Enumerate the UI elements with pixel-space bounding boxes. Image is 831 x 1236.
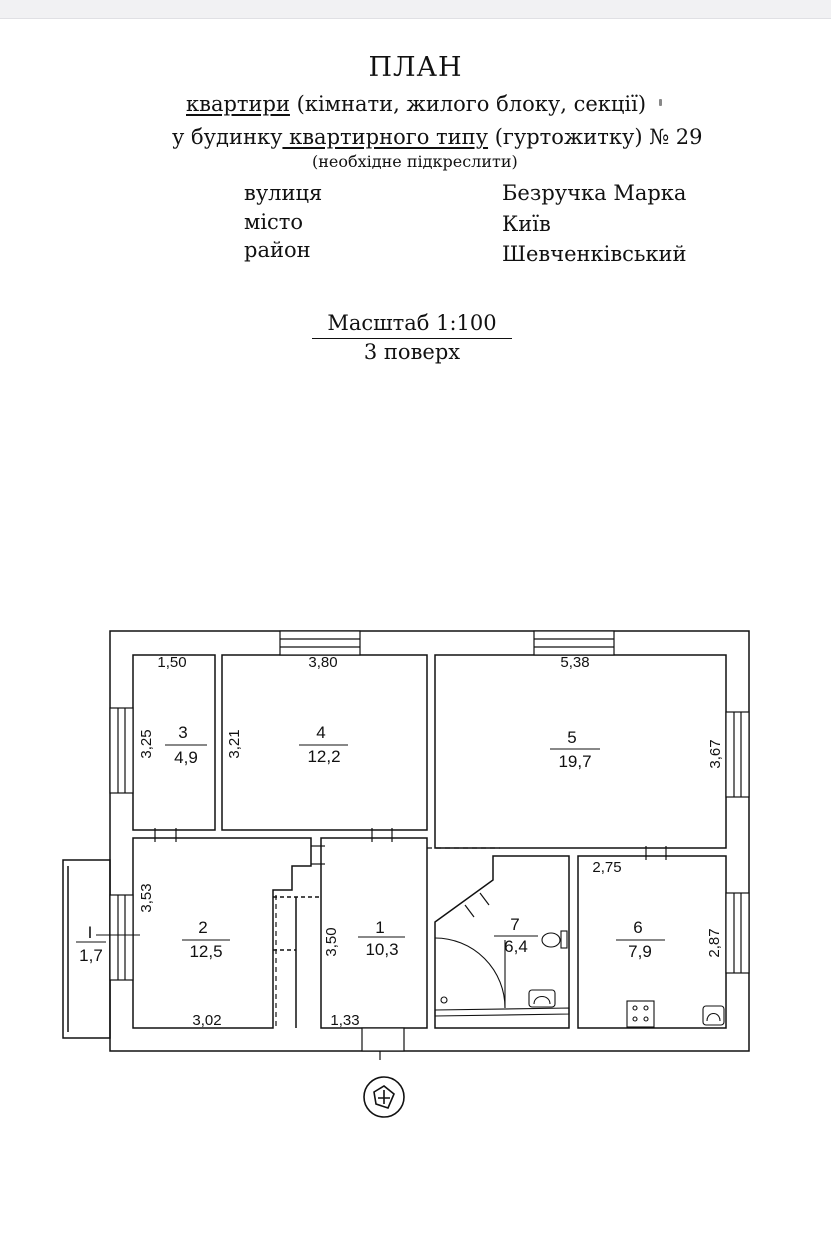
district-value: Шевченківський: [502, 242, 687, 266]
room-3-area: 4,9: [174, 748, 198, 767]
room-5-number: 5: [567, 728, 576, 747]
room-4-number: 4: [316, 723, 325, 742]
dim-room2-width: 3,02: [192, 1012, 221, 1029]
room-6-area: 7,9: [628, 942, 652, 961]
balcony-number: I: [88, 923, 93, 942]
kitchen-sink-icon: [702, 1005, 725, 1026]
room-2-area: 12,5: [189, 942, 222, 961]
street-label: вулиця: [244, 181, 323, 205]
scale-divider: [312, 338, 512, 339]
toilet-icon: [541, 932, 561, 948]
street-value: Безручка Марка: [502, 181, 687, 205]
subtitle-line-2: у будинку квартирного типу (гуртожитку) …: [172, 125, 703, 149]
dim-room6-height: 2,87: [706, 928, 723, 957]
city-label: місто: [244, 210, 304, 234]
drain-icon: [440, 996, 448, 1004]
dim-room4-height: 3,21: [226, 729, 243, 758]
dim-room5-width: 5,38: [560, 654, 589, 671]
sink-icon: [528, 989, 556, 1008]
room-7-outline: [434, 855, 570, 1029]
room-2-outline: [132, 837, 312, 1029]
room-7-area: 6,4: [504, 937, 528, 956]
window-left-room2: [109, 894, 134, 981]
subtitle-line-2-underlined: квартирного типу: [282, 125, 489, 149]
room-4-area: 12,2: [307, 747, 340, 766]
subtitle-line-2-rest: (гуртожитку) № 29: [488, 125, 703, 149]
floor-label: 3 поверх: [363, 340, 461, 364]
window-right-room6: [725, 892, 750, 974]
dim-room1-height: 3,50: [323, 927, 340, 956]
window-top-right: [533, 630, 615, 656]
door-swing-arc: [434, 937, 506, 1009]
dim-room4-width: 3,80: [308, 654, 337, 671]
document-title: ПЛАН: [368, 52, 463, 83]
floor-plan: 3 4,9 4 12,2 5 19,7 2 12,5 1 10,3 7 6,4 …: [62, 630, 750, 1118]
bathtub-edge: [434, 1007, 570, 1017]
room-1-number: 1: [375, 918, 384, 937]
room-7-number: 7: [510, 915, 519, 934]
subtitle-underlined-word: квартири: [186, 92, 290, 116]
underline-note: (необхідне підкреслити): [312, 152, 518, 171]
window-top-left: [279, 630, 361, 656]
stove-icon: [626, 1000, 655, 1028]
balcony-area: 1,7: [79, 946, 103, 965]
room-6-number: 6: [633, 918, 642, 937]
dim-room3-height: 3,25: [138, 729, 155, 758]
room-5-area: 19,7: [558, 752, 591, 771]
stamp-mark: [363, 1076, 405, 1118]
room-4-outline: [221, 654, 428, 831]
district-label: район: [244, 238, 311, 262]
window-left-room3: [109, 707, 134, 794]
window-right-room5: [725, 711, 750, 798]
browser-top-bar: [0, 0, 831, 19]
entrance-door: [361, 1027, 405, 1052]
stray-mark: [659, 99, 662, 106]
subtitle-line-1: квартири (кімнати, жилого блоку, секції): [186, 92, 646, 116]
city-value: Київ: [502, 212, 551, 236]
dim-room2-height: 3,53: [138, 883, 155, 912]
dim-room6-width: 2,75: [592, 859, 621, 876]
dim-room5-height: 3,67: [707, 739, 724, 768]
room-6-outline: [577, 855, 727, 1029]
subtitle-line-2-prefix: у будинку: [172, 125, 283, 149]
dim-room3-width: 1,50: [157, 654, 186, 671]
subtitle-line-1-rest: (кімнати, жилого блоку, секції): [289, 92, 647, 116]
room-3-number: 3: [178, 723, 187, 742]
room-1-area: 10,3: [365, 940, 398, 959]
outer-wall: [109, 630, 750, 1052]
room-2-number: 2: [198, 918, 207, 937]
scale-label: Масштаб 1:100: [327, 311, 497, 335]
dim-room1-width: 1,33: [330, 1012, 359, 1029]
